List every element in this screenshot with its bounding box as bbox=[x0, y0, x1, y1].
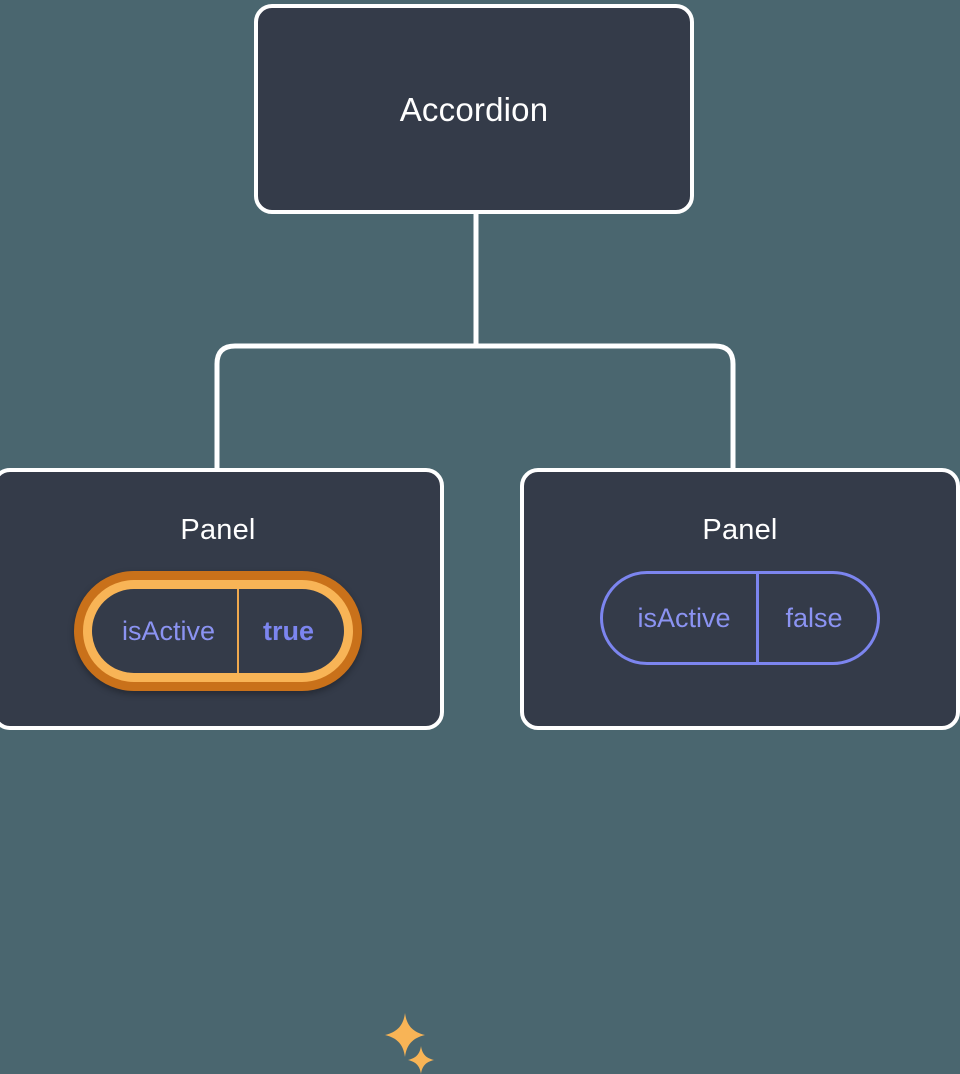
prop-key-isactive: isActive bbox=[121, 615, 215, 646]
node-panel-active-title: Panel bbox=[180, 514, 256, 546]
prop-pill-active-wrapper: isActive true bbox=[73, 571, 363, 691]
prop-pill-inactive-wrapper: isActive false bbox=[600, 571, 880, 665]
sparkle-icon bbox=[385, 1013, 425, 1057]
prop-pill-inactive[interactable]: isActive false bbox=[600, 571, 880, 665]
node-panel-active[interactable]: Panel isActive true bbox=[0, 468, 444, 1074]
node-panel-inactive[interactable]: Panel isActive false bbox=[520, 468, 960, 730]
node-accordion[interactable]: Accordion bbox=[254, 4, 694, 214]
prop-pill-highlight-ring: isActive true bbox=[73, 571, 363, 691]
node-panel-inactive-title: Panel bbox=[702, 514, 778, 546]
node-accordion-title: Accordion bbox=[399, 90, 549, 128]
prop-value-true: true bbox=[237, 589, 344, 673]
connector-branch bbox=[214, 343, 736, 470]
prop-pill-active[interactable]: isActive true bbox=[82, 580, 354, 682]
component-tree-diagram: Accordion Panel isActive true Panel isAc… bbox=[0, 4, 960, 1074]
prop-value-false: false bbox=[756, 574, 876, 662]
prop-key-isactive: isActive bbox=[637, 602, 731, 633]
sparkle-icon bbox=[408, 1046, 434, 1074]
connector-lines bbox=[214, 214, 736, 470]
